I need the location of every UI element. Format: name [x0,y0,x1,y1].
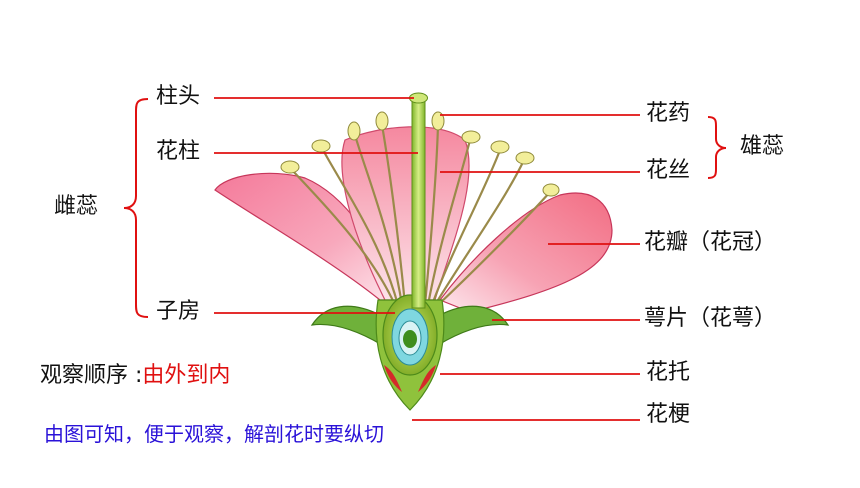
label-petal: 花瓣（花冠） [644,230,777,255]
anther [347,121,361,141]
anther [311,139,331,153]
anther [431,111,445,131]
label-ovary: 子房 [156,299,201,324]
filament [322,149,400,306]
filament [380,124,407,306]
receptacle-red-left [384,365,402,392]
label-sepal: 萼片（花萼） [644,306,777,331]
anther [375,111,389,131]
anther [515,151,535,165]
style [411,99,426,309]
label-pedicel: 花梗 [646,402,691,427]
label-anther: 花药 [646,101,691,126]
braces [123,98,727,318]
anther [461,130,481,144]
anther [280,160,300,174]
anther [490,140,510,154]
label-filament: 花丝 [646,158,691,183]
observation-order: 观察顺序 :由外到内 [40,357,230,389]
filament [430,149,502,306]
leader-lines [214,97,640,421]
filament [291,169,397,306]
ovule [403,330,417,348]
sepal-right [437,305,510,347]
anther [542,183,560,197]
observation-order-prefix: 观察顺序 : [40,363,143,388]
filament [426,139,472,306]
petal-right [439,192,613,313]
filament [423,124,440,306]
anthers [280,111,560,197]
pistil-brace [123,98,149,318]
sepal-left [310,305,383,347]
label-pistil: 雌蕊 [54,194,99,219]
label-stigma: 柱头 [156,84,201,109]
filament [434,159,525,306]
receptacle-red-right [418,365,436,392]
label-style: 花柱 [156,139,201,164]
observation-order-value: 由外到内 [142,363,231,388]
label-receptacle: 花托 [646,360,691,385]
filament [353,134,404,306]
conclusion-text: 由图可知，便于观察，解剖花时要纵切 [44,422,384,446]
filament [437,191,551,306]
stamen-brace [707,116,727,179]
filaments [291,124,551,306]
label-stamen: 雄蕊 [740,134,785,159]
